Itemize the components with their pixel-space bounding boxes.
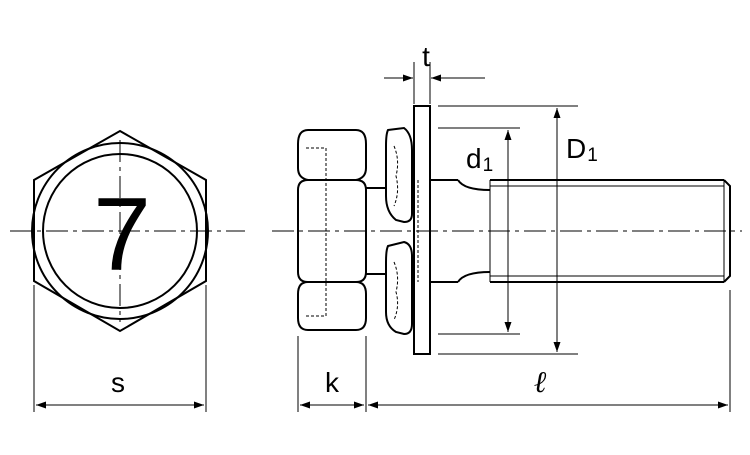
dimension-label-s: s (111, 367, 125, 398)
dimension-label-D1: D1 (566, 133, 598, 166)
thread-root-lines (489, 180, 724, 282)
hex-head-side (297, 129, 367, 331)
dimension-label-k: k (325, 367, 340, 398)
dimension-label-d1: d1 (466, 143, 493, 176)
dimension-length: ℓ (368, 290, 731, 412)
hex-outline (33, 129, 207, 333)
dimension-s: s (33, 285, 207, 412)
dimension-label-length: ℓ (534, 366, 547, 399)
shank (430, 179, 731, 283)
spring-washer (385, 126, 413, 336)
head-marking: 7 (93, 177, 151, 293)
dimension-D1: D1 (438, 105, 598, 355)
neck (366, 187, 386, 275)
dimension-t: t (384, 41, 485, 104)
dimension-label-t: t (422, 41, 430, 72)
dimension-k: k (297, 336, 367, 412)
dimension-d1: d1 (438, 127, 520, 335)
flat-washer (413, 105, 431, 355)
head-end-view: 7 (31, 129, 209, 333)
